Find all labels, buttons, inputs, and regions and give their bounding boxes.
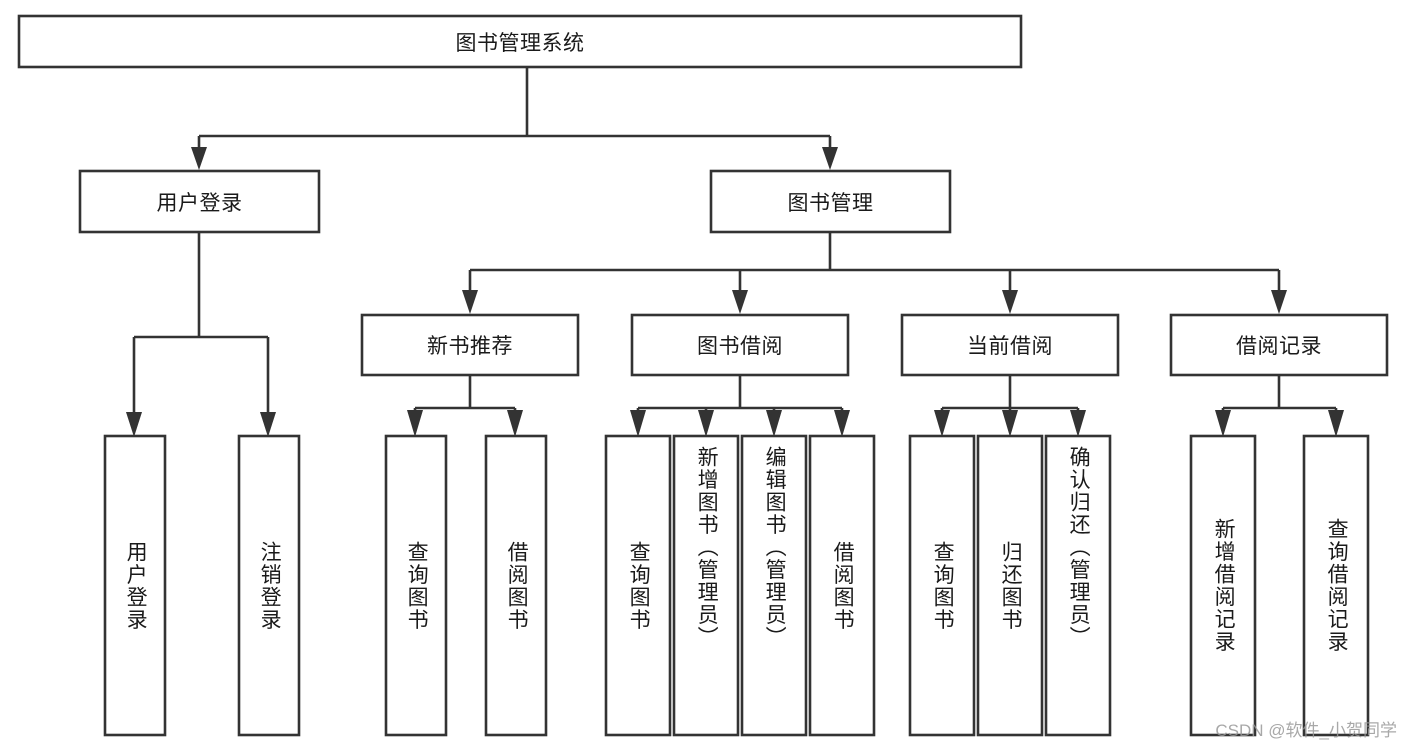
leaf-box-book-borrow-2[interactable] xyxy=(672,434,740,737)
arrow-head-book-borrow-leaf-2 xyxy=(698,410,714,437)
arrow-head-level2-3 xyxy=(1002,290,1018,314)
arrow-head-leaf-user-login-2 xyxy=(260,412,276,437)
arrow-head-borrow-record-leaf-2 xyxy=(1328,410,1344,437)
node-current-borrow[interactable] xyxy=(900,313,1120,377)
node-book-manage[interactable] xyxy=(709,169,952,234)
arrow-head-book-borrow-leaf-3 xyxy=(766,410,782,437)
node-user-login[interactable] xyxy=(78,169,321,234)
leaf-box-current-borrow-2[interactable] xyxy=(976,434,1044,737)
arrow-head-level2-2 xyxy=(732,290,748,314)
leaf-box-book-borrow-3[interactable] xyxy=(740,434,808,737)
leaf-box-new-book-1[interactable] xyxy=(384,434,448,737)
node-book-borrow[interactable] xyxy=(630,313,850,377)
node-borrow-record[interactable] xyxy=(1169,313,1389,377)
arrow-head-current-borrow-leaf-2 xyxy=(1002,410,1018,437)
leaf-box-book-borrow-4[interactable] xyxy=(808,434,876,737)
node-new-book-recommend[interactable] xyxy=(360,313,580,377)
node-root[interactable] xyxy=(17,14,1023,69)
arrow-head-book-borrow-leaf-1 xyxy=(630,410,646,437)
arrow-head-leaf-user-login-1 xyxy=(126,412,142,437)
arrow-head-new-book-leaf-1 xyxy=(407,410,423,437)
leaf-box-user-login-1[interactable] xyxy=(103,434,167,737)
arrow-head-level2-4 xyxy=(1271,290,1287,314)
leaf-box-borrow-record-2[interactable] xyxy=(1302,434,1370,737)
leaf-box-current-borrow-1[interactable] xyxy=(908,434,976,737)
leaf-box-new-book-2[interactable] xyxy=(484,434,548,737)
arrow-head-user-login xyxy=(191,147,207,170)
leaf-box-borrow-record-1[interactable] xyxy=(1189,434,1257,737)
leaf-box-current-borrow-3[interactable] xyxy=(1044,434,1112,737)
arrow-head-borrow-record-leaf-1 xyxy=(1215,410,1231,437)
arrow-head-current-borrow-leaf-1 xyxy=(934,410,950,437)
leaf-box-book-borrow-1[interactable] xyxy=(604,434,672,737)
arrow-head-book-borrow-leaf-4 xyxy=(834,410,850,437)
arrow-head-book-manage xyxy=(822,147,838,170)
leaf-box-user-login-2[interactable] xyxy=(237,434,301,737)
arrow-head-new-book-leaf-2 xyxy=(507,410,523,437)
arrow-head-current-borrow-leaf-3 xyxy=(1070,410,1086,437)
arrow-head-level2-1 xyxy=(462,290,478,314)
